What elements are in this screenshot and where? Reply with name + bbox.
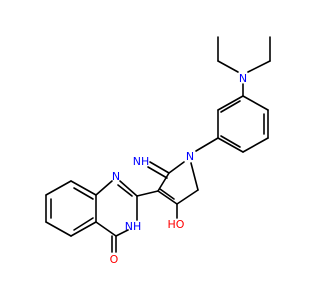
bond-n-c5 (190, 162, 199, 191)
bond-bz-2-3 (45, 180, 72, 196)
bond-bz-1-2 (70, 180, 97, 196)
bond-c3-c2 (157, 172, 170, 192)
amine-nitrogen-label: N (239, 72, 247, 85)
bond-c2-imine (149, 161, 170, 174)
pyrroline-ring (157, 161, 199, 205)
bond-n-c2 (168, 161, 185, 174)
bond-c4-n3 (115, 229, 129, 237)
atom-labels: N N NH HO N NH H O (110, 72, 247, 266)
phenylene-ring (217, 95, 269, 153)
carbonyl-oxygen-label: O (110, 253, 119, 266)
bond-c5-c4 (176, 189, 199, 205)
bond-n-ethyl-right (247, 60, 271, 73)
molecule-structure: N N NH HO N NH H O (45, 36, 271, 266)
bond-ph-3-4 (242, 137, 269, 153)
bond-pyrrole-to-quinazolinone (136, 190, 159, 197)
bond-ph-6-1-inner (220, 100, 241, 113)
bond-bz-1-2-inner (73, 187, 94, 200)
quinazoline-nh-label: NH (125, 220, 142, 233)
hydroxyl-label: HO (168, 218, 185, 231)
bond-c4-c3-double (159, 188, 175, 200)
bond-bz-4-5 (45, 221, 72, 237)
bond-bz-5-6 (70, 221, 97, 237)
bond-phenyl-to-pyrrole-n (195, 137, 219, 152)
structure-canvas: N N NH HO N NH H O (45, 36, 271, 266)
pyrimidinone-ring (95, 180, 138, 237)
bond-c2-n1-double (117, 184, 133, 197)
bond-n1-c8a (95, 180, 113, 196)
bond-ph-4-5 (217, 137, 244, 153)
bond-ph-4-5-inner (220, 135, 241, 148)
quinazoline-n1-label: N (112, 170, 120, 183)
imine-label: NH (133, 155, 150, 168)
pyrrole-nitrogen-label: N (186, 150, 194, 163)
bond-c2-imine-double (147, 166, 168, 179)
benzo-ring (45, 180, 97, 237)
bond-bz-5-6-inner (73, 217, 94, 231)
bond-n-ethyl-left (217, 60, 239, 73)
bond-ph-6-1 (217, 95, 244, 111)
diethylamino-group (217, 36, 271, 97)
bond-c4-c3 (157, 190, 178, 205)
bond-c4a-c4 (95, 221, 117, 237)
bond-ph-1-2 (242, 95, 269, 111)
bond-c2-n1 (119, 180, 138, 197)
